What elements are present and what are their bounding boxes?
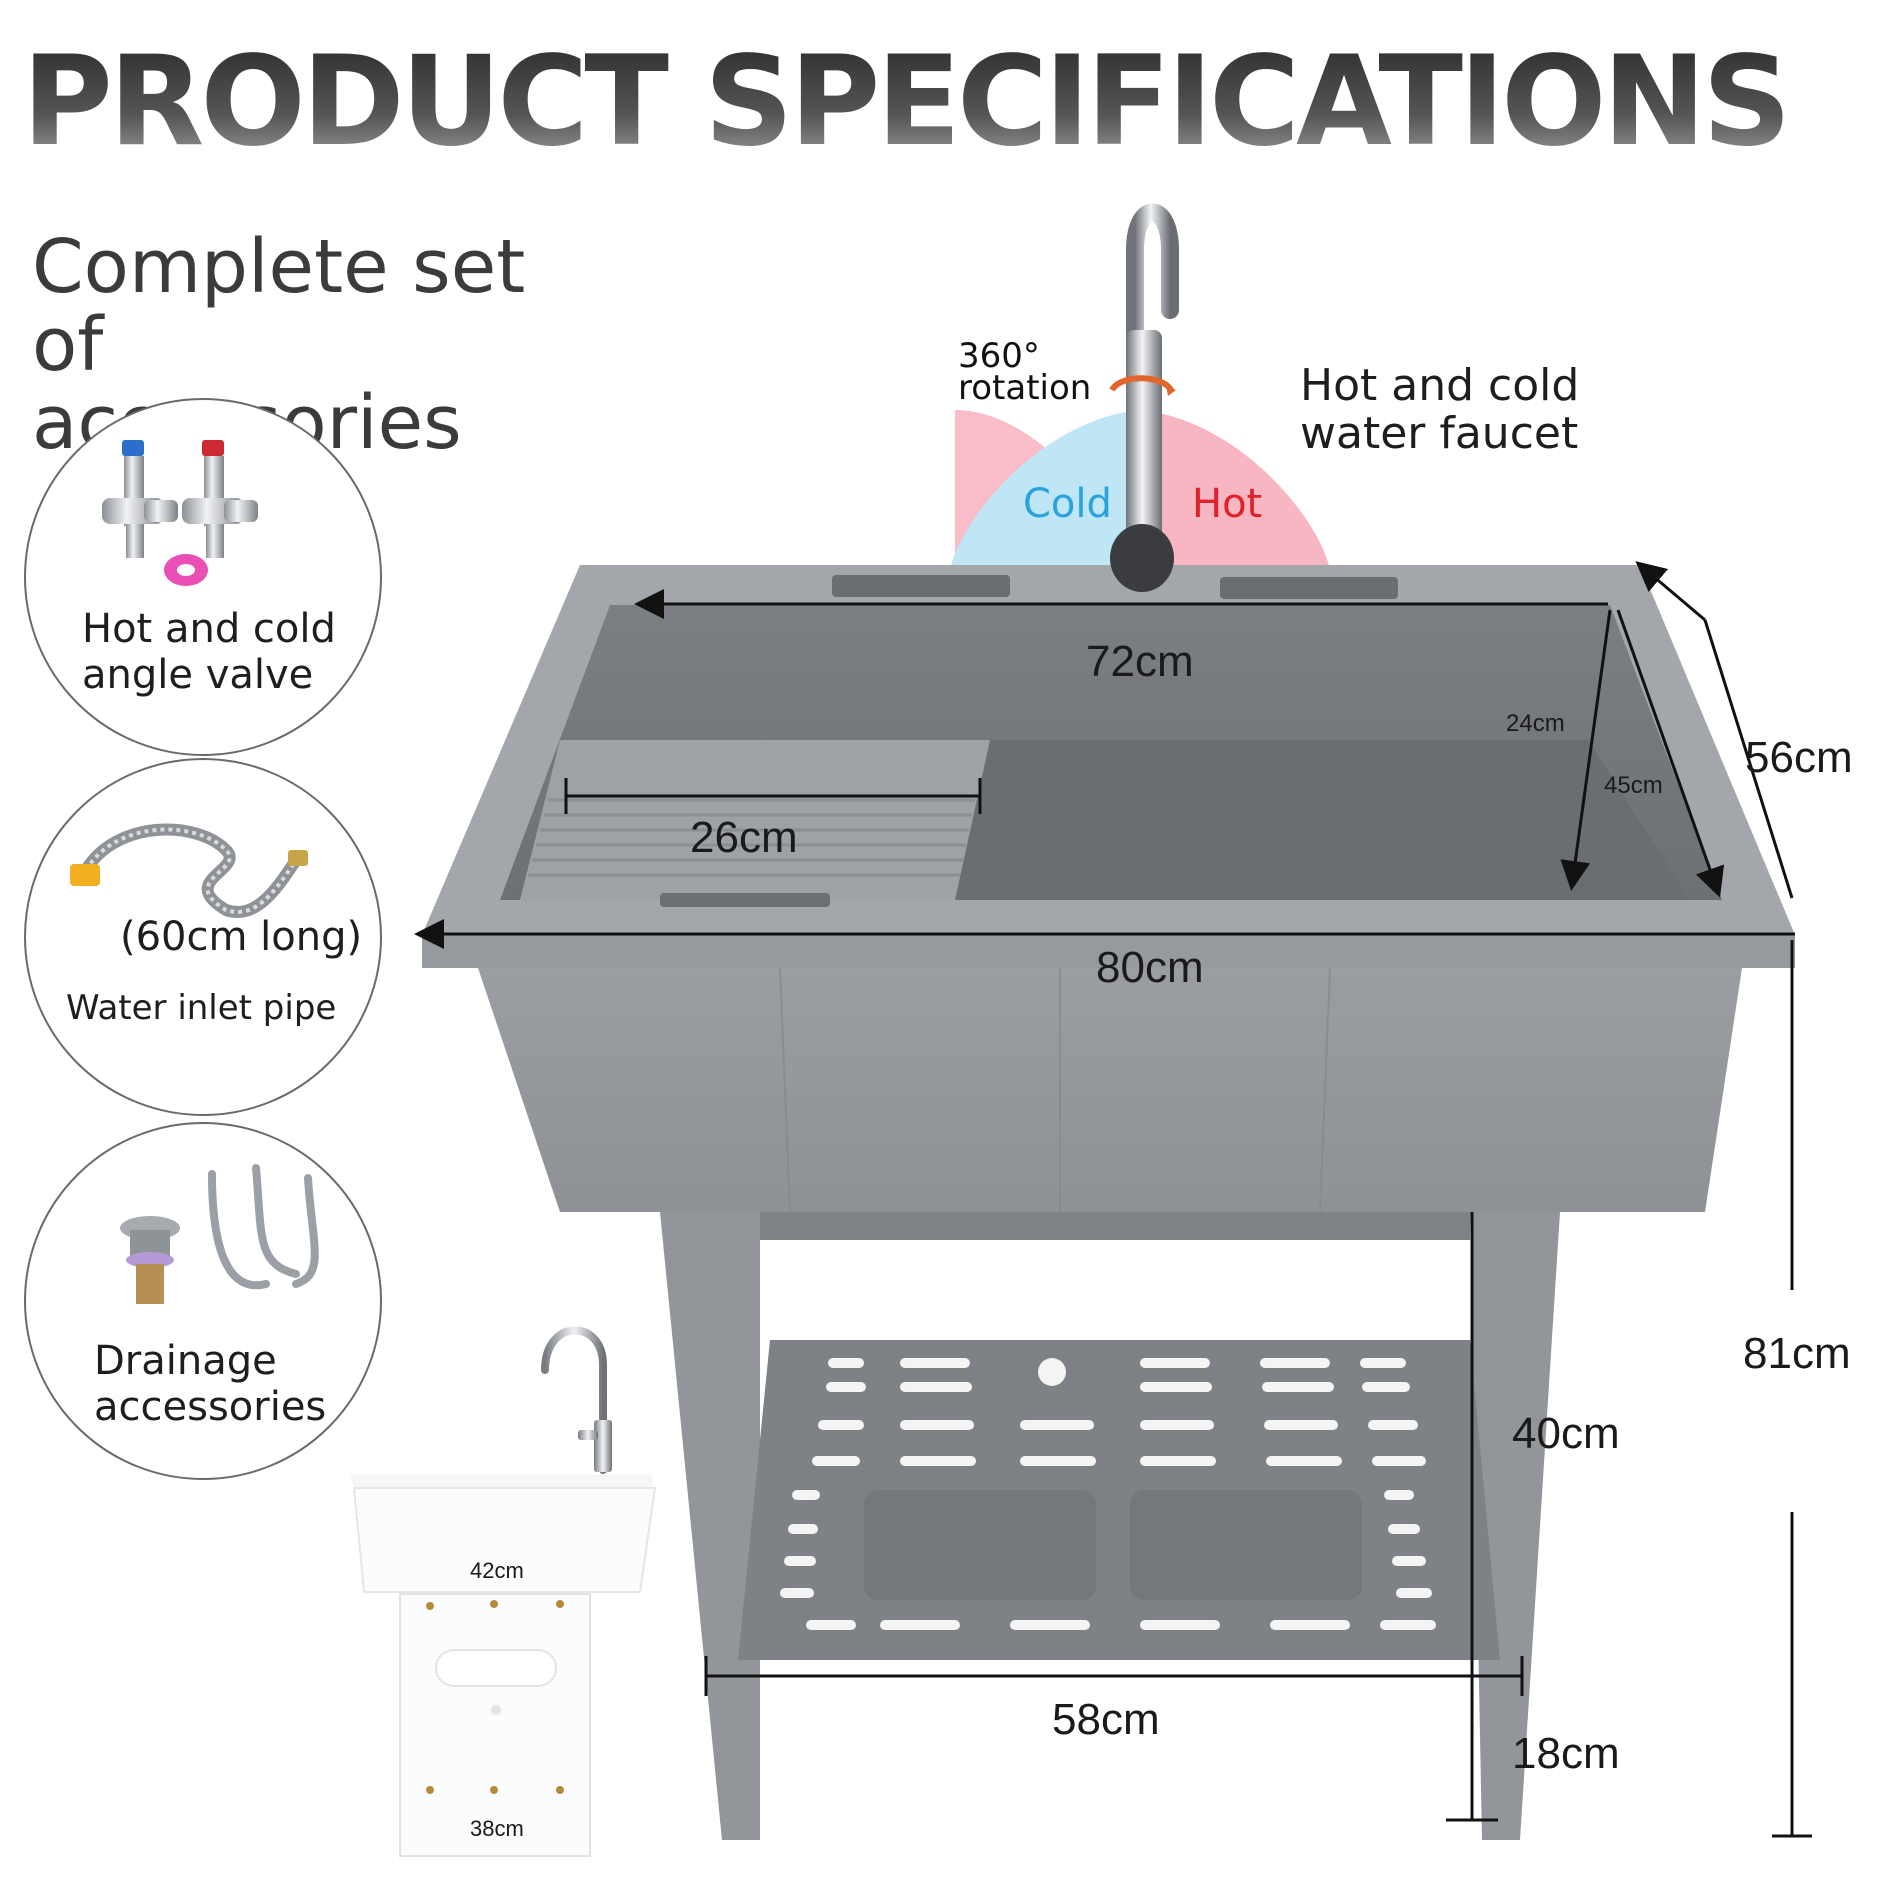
- inset-label-bottom-width: 38cm: [470, 1816, 524, 1841]
- faucet-spout: [1126, 203, 1179, 549]
- drain-icon: [120, 1164, 319, 1304]
- dim-label-outer-width: 80cm: [1096, 943, 1204, 992]
- dim-label-outer-length: 56cm: [1745, 733, 1853, 782]
- hot-label: Hot: [1192, 481, 1263, 527]
- dim-label-bottom-clearance: 18cm: [1512, 1729, 1620, 1778]
- rotation-label-line2: rotation: [958, 368, 1092, 408]
- inset-label-top-width: 42cm: [470, 1558, 524, 1583]
- inlet-pipe-label-line2: Water inlet pipe: [66, 988, 337, 1028]
- accessory-drainage: Drainage accessories: [24, 1122, 382, 1480]
- inlet-pipe-icon: [70, 823, 308, 918]
- angle-valve-label-line1: Hot and cold: [82, 606, 336, 652]
- dim-label-leg-span: 58cm: [1052, 1695, 1160, 1744]
- dim-line-outer-length-b: [1703, 619, 1794, 899]
- dim-label-basin-depth: 24cm: [1506, 710, 1565, 737]
- drainage-label-line1: Drainage: [94, 1338, 277, 1384]
- accessories-heading-line1: Complete set: [32, 224, 526, 310]
- inlet-pipe-label-line1: (60cm long): [120, 914, 363, 960]
- drainage-label-line2: accessories: [94, 1384, 327, 1430]
- dim-label-washboard: 26cm: [690, 813, 798, 862]
- dim-label-total-height: 81cm: [1743, 1329, 1851, 1378]
- accessory-inlet-pipe: (60cm long) Water inlet pipe: [24, 758, 382, 1116]
- dim-line-outer-length-a: [1635, 561, 1706, 622]
- dim-line-inner-length: [1616, 609, 1725, 898]
- dim-label-shelf-height: 40cm: [1512, 1409, 1620, 1458]
- dim-label-inner-width: 72cm: [1086, 637, 1194, 686]
- cold-label: Cold: [1023, 481, 1112, 527]
- rotation-label-line1: 360°: [958, 336, 1040, 376]
- accessory-angle-valve: Hot and cold angle valve: [24, 398, 382, 756]
- faucet-label-line1: Hot and cold: [1300, 360, 1580, 411]
- angle-valve-icon: [102, 440, 258, 586]
- faucet-label-line2: water faucet: [1300, 408, 1579, 459]
- dim-label-inner-length: 45cm: [1604, 772, 1663, 799]
- page-title: PRODUCT SPECIFICATIONS: [22, 30, 1792, 174]
- dim-line-basin-depth: [1560, 609, 1612, 891]
- angle-valve-label-line2: angle valve: [82, 652, 314, 698]
